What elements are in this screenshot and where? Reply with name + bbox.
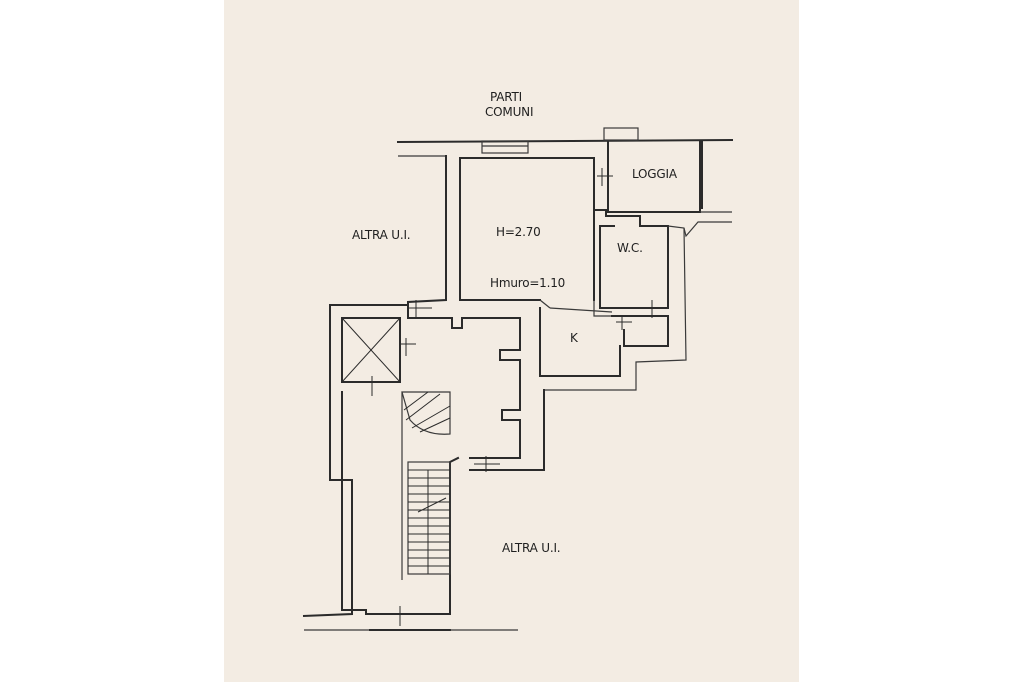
main-room	[459, 157, 595, 309]
top-boundary-wall	[396, 127, 734, 157]
paper-sheet	[224, 0, 799, 682]
label-loggia: LOGGIA	[632, 167, 678, 181]
kitchen-room	[539, 307, 621, 377]
label-wc: W.C.	[617, 241, 643, 255]
label-parti: PARTI	[490, 90, 522, 104]
left-party-wall	[302, 155, 518, 631]
label-comuni: COMUNI	[485, 105, 533, 119]
label-altra-ui-bottom: ALTRA U.I.	[502, 541, 560, 555]
label-room-height: H=2.70	[496, 225, 541, 239]
label-wall-height: Hmuro=1.10	[490, 276, 565, 290]
central-hall	[407, 300, 545, 472]
room-labels: PARTI COMUNI LOGGIA W.C. ALTRA U.I. H=2.…	[352, 90, 678, 555]
label-kitchen: K	[570, 331, 579, 345]
shaft-box	[341, 317, 416, 396]
wc-room	[544, 157, 732, 391]
straight-stair	[392, 461, 451, 626]
loggia-room	[597, 141, 732, 213]
label-altra-ui-left: ALTRA U.I.	[352, 228, 410, 242]
